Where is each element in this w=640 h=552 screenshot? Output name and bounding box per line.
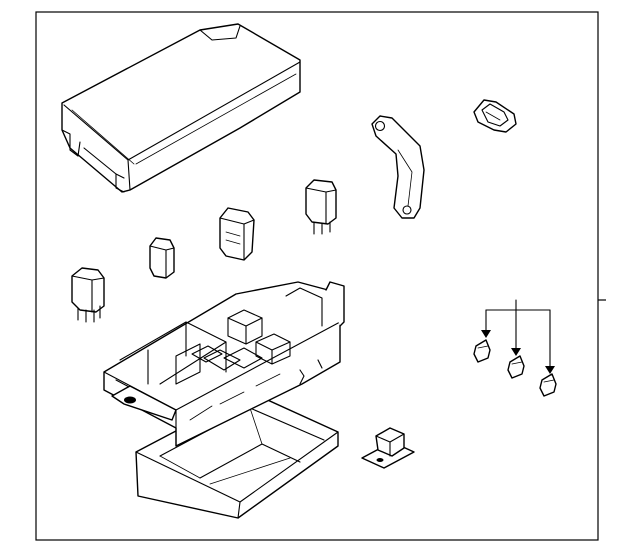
maxi-fuse [219, 207, 255, 261]
blade-fuse-set [473, 299, 557, 397]
grommet [473, 99, 517, 133]
diagram-frame [35, 11, 599, 541]
harness-clip [361, 427, 415, 469]
mounting-bracket [371, 115, 425, 219]
relay-left [71, 267, 105, 323]
mini-fuse [149, 237, 175, 279]
fuse-box-body [103, 281, 345, 447]
relay-upper [305, 179, 337, 235]
fuse-box-cover [61, 23, 301, 193]
